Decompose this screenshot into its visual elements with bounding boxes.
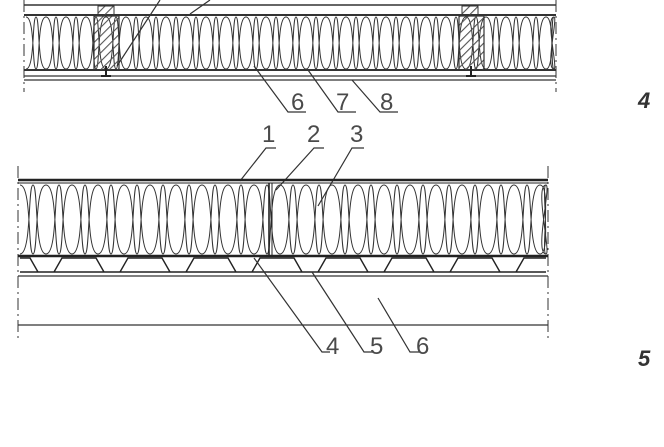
fig5-callout-1: 1 <box>262 121 275 148</box>
fig5-leader-6 <box>377 297 420 353</box>
fig4-fastener-right <box>466 66 476 77</box>
fig4-callout-8: 8 <box>380 89 393 116</box>
fig4-timber-stud-right <box>458 15 485 71</box>
figure-5-roof-section: 1 2 3 4 5 6 5 <box>17 121 651 371</box>
fig5-callout-4: 4 <box>326 333 339 360</box>
fig4-leader-8 <box>351 79 398 113</box>
fig4-callout-6: 6 <box>291 89 304 116</box>
fig4-fastener-left <box>101 66 111 77</box>
insulation-wave-pattern <box>19 184 548 255</box>
fig5-insulation-boards <box>19 184 548 255</box>
fig5-callout-5: 5 <box>370 333 383 360</box>
fig4-leader-upper-a <box>116 0 161 67</box>
fig4-leader-7 <box>307 69 356 113</box>
fig4-leader-6 <box>253 65 306 113</box>
fig5-leader-4 <box>253 257 330 353</box>
figure-4-number: 4 <box>637 88 650 113</box>
fig5-profiled-steel-deck <box>20 257 546 273</box>
fig4-callout-7: 7 <box>336 89 349 116</box>
fig4-timber-stud-right-cap <box>461 5 479 16</box>
fig5-leader-5 <box>311 271 374 353</box>
fig5-callout-2: 2 <box>307 121 320 148</box>
fig5-leader-1 <box>239 147 276 182</box>
fig4-timber-stud-left-cap <box>97 5 115 16</box>
fig5-callout-6: 6 <box>416 333 429 360</box>
figure-4-wall-section: 6 7 8 4 <box>23 0 650 116</box>
fig5-leader-3 <box>317 147 364 207</box>
fig5-callout-3: 3 <box>350 121 363 148</box>
fig4-leader-upper-b <box>189 0 211 15</box>
figure-5-number: 5 <box>638 346 651 371</box>
fig4-timber-stud-left <box>93 15 120 71</box>
fig5-leader-2 <box>275 147 324 191</box>
